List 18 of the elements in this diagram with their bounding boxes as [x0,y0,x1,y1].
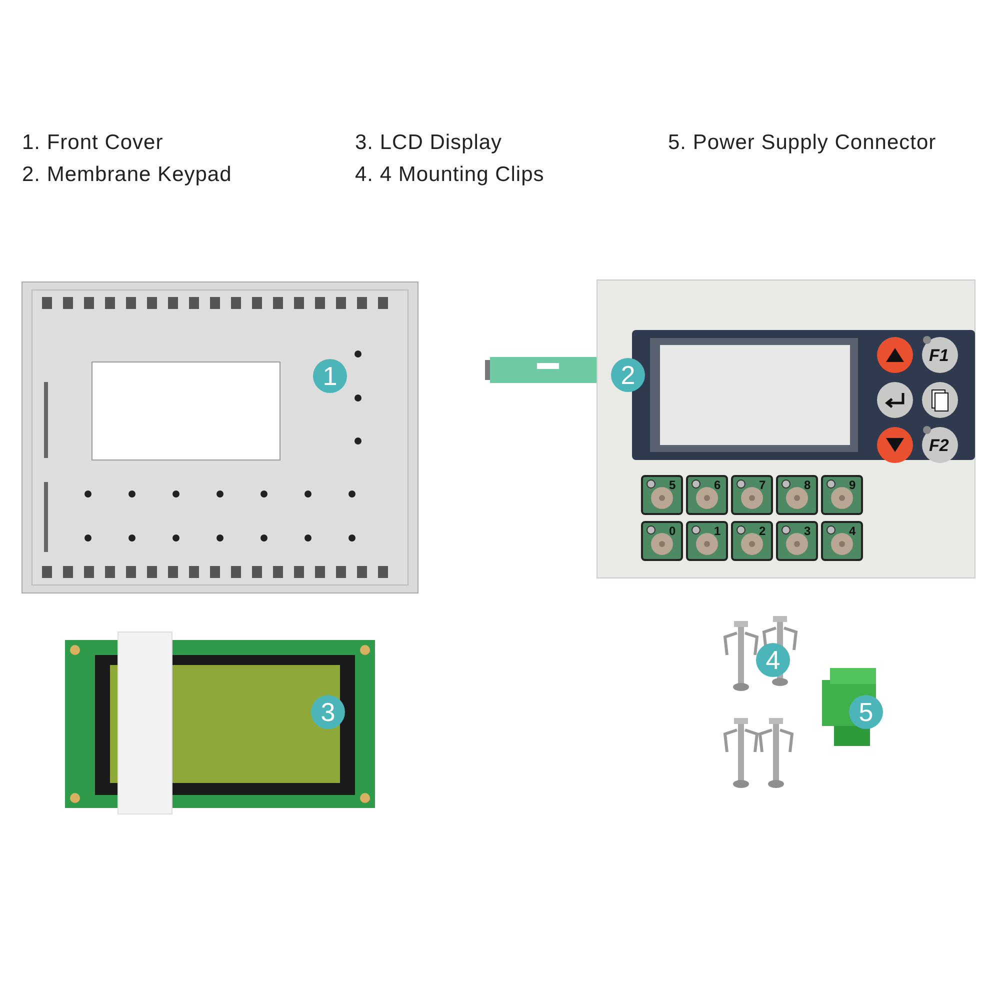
part-list-item: 4. 4 Mounting Clips [355,163,544,187]
key-label: 2 [759,525,766,537]
key-label: 0 [669,525,676,537]
key-label: 8 [804,479,811,491]
key-label: 1 [714,525,721,537]
key-label: 5 [669,479,676,491]
key-label: 7 [759,479,766,491]
part-list-item: 3. LCD Display [355,131,502,155]
part-list-item: 2. Membrane Keypad [22,163,232,187]
key-label: 3 [804,525,811,537]
key-label: 9 [849,479,856,491]
callout-number: 4 [756,643,790,677]
key-label: F2 [929,437,949,454]
key-label: F1 [929,347,949,364]
part-list-item: 1. Front Cover [22,131,164,155]
key-label: 6 [714,479,721,491]
part-list-item: 5. Power Supply Connector [668,131,936,155]
key-label: 4 [849,525,856,537]
